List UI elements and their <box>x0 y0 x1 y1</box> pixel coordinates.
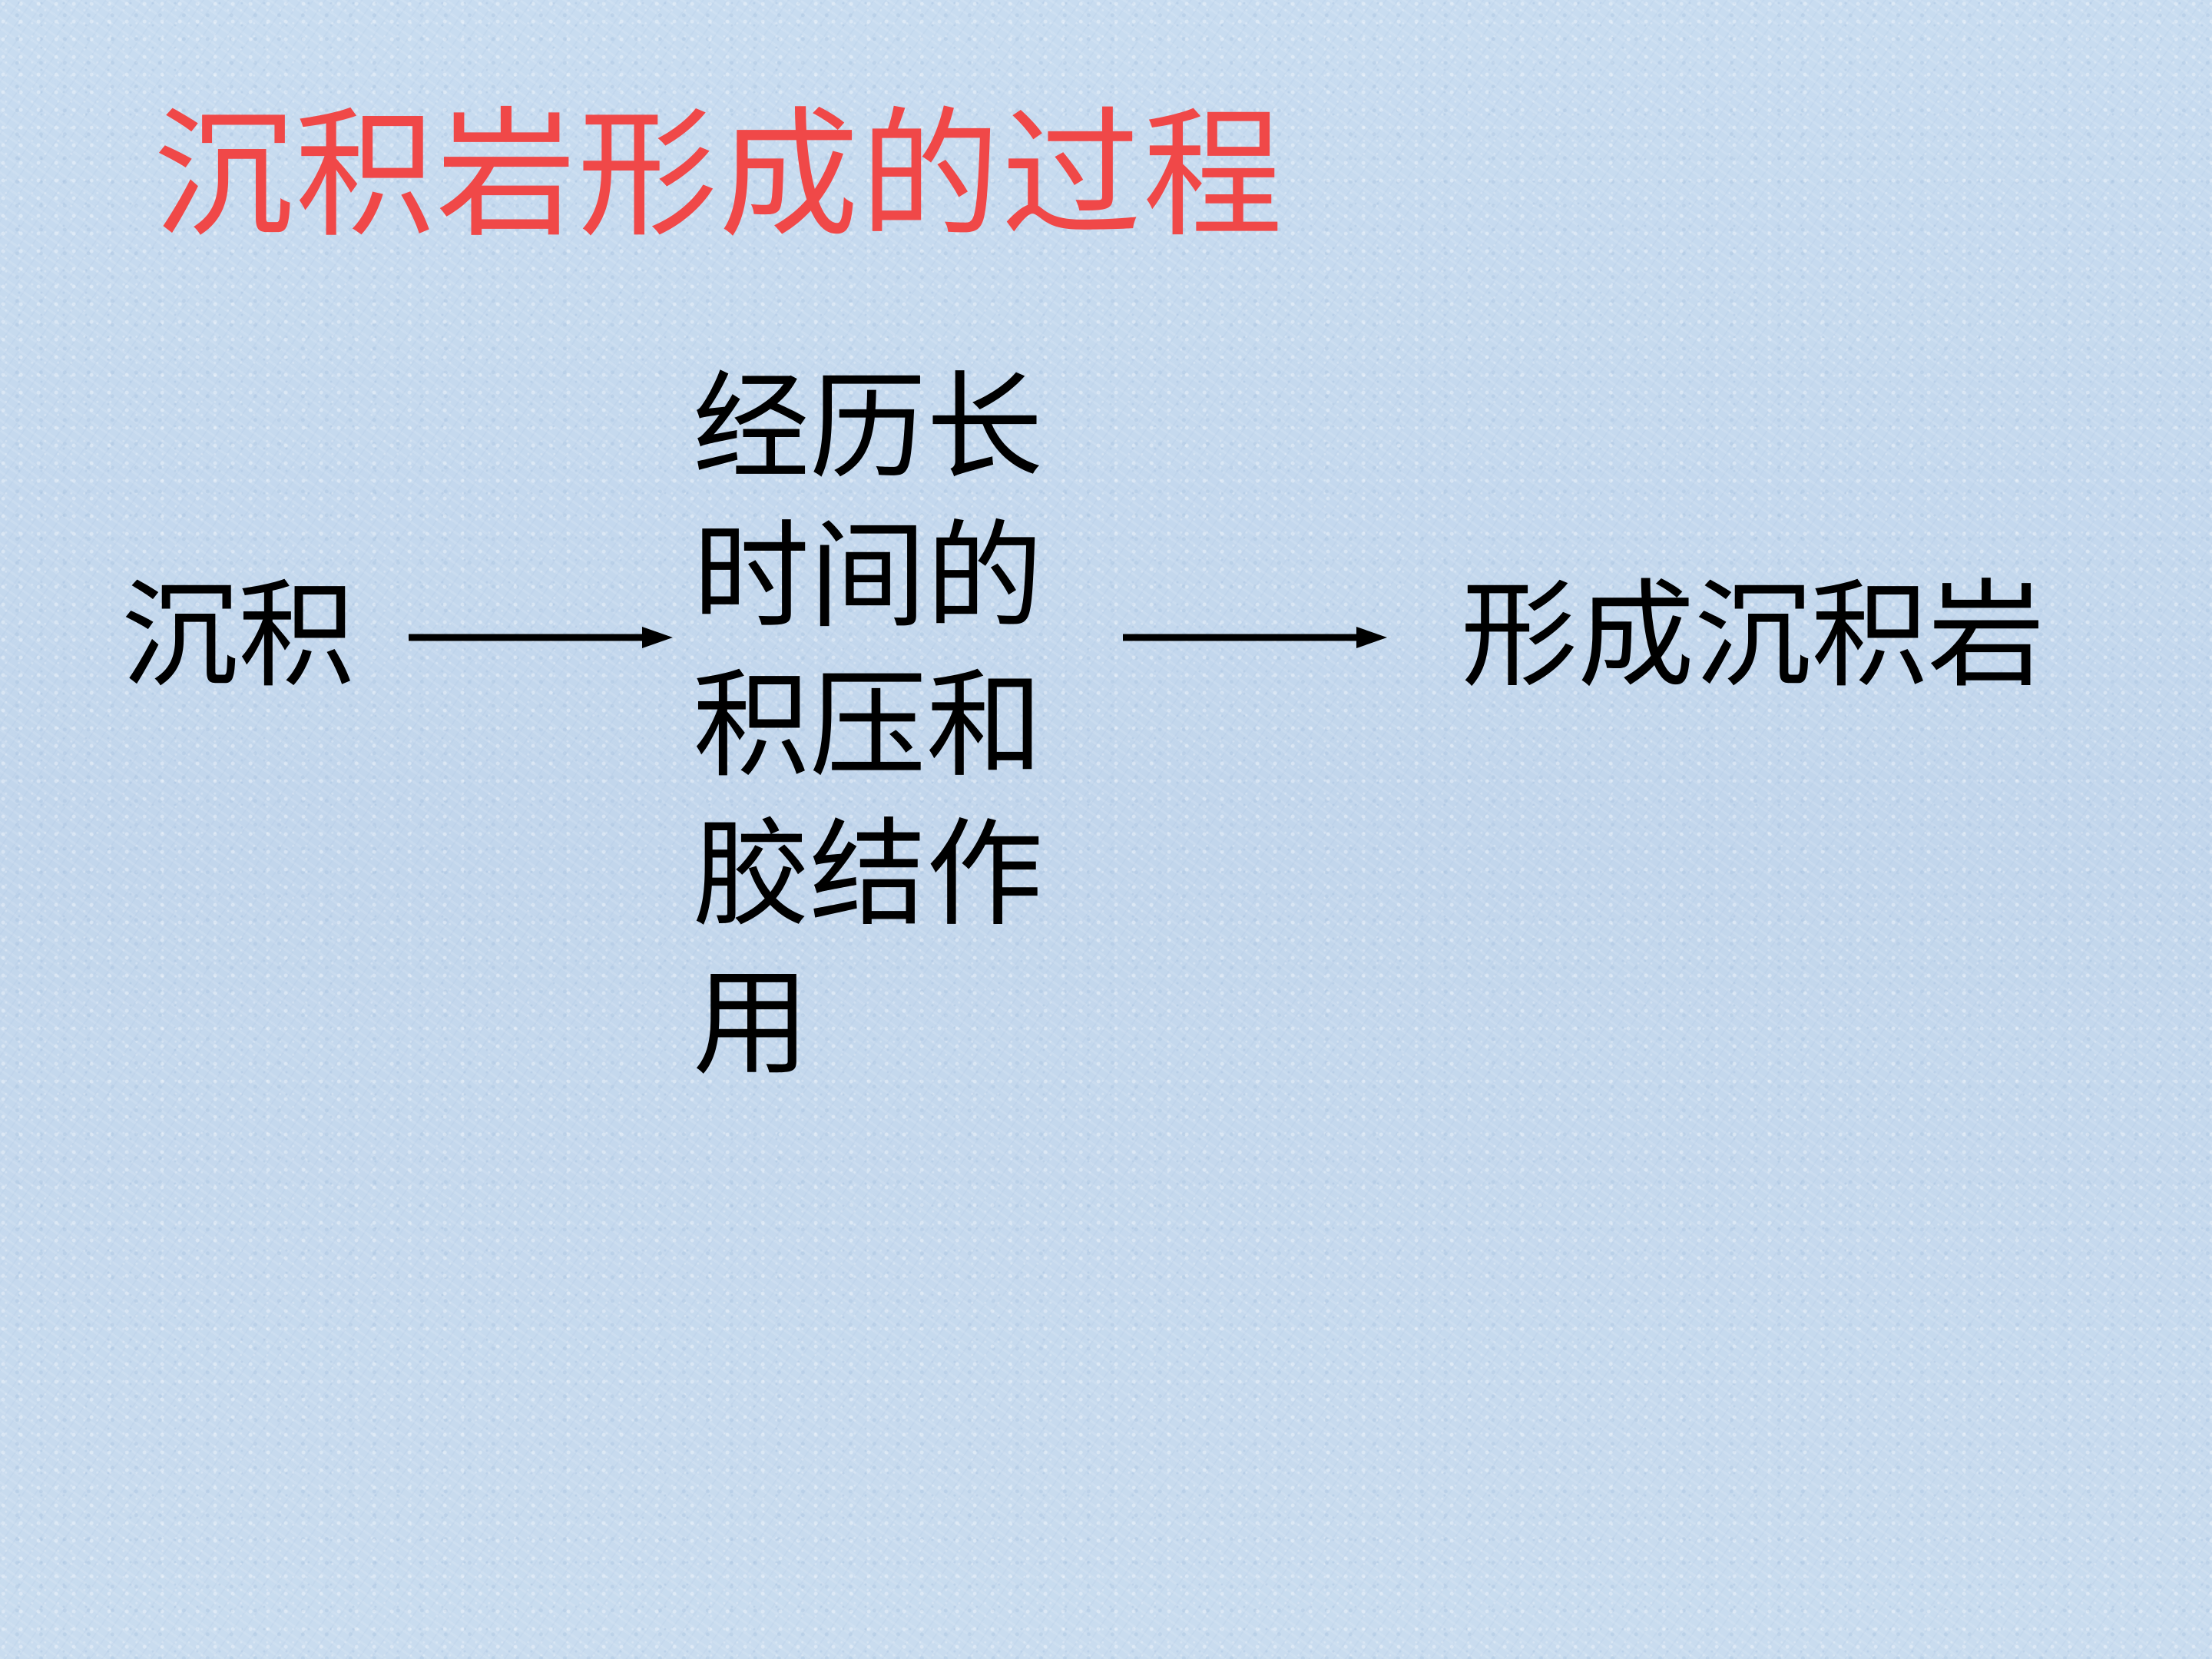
process-line: 经历长 <box>693 359 1043 495</box>
process-line: 时间的 <box>693 508 1043 644</box>
flow-arrow-2 <box>1123 627 1387 648</box>
process-line: 用 <box>693 955 810 1091</box>
flow-step-process: 经历长 时间的 积压和 胶结作 用 <box>693 353 1061 1098</box>
flow-arrow-1 <box>409 627 673 648</box>
process-line: 胶结作 <box>693 806 1043 942</box>
flow-step-result: 形成沉积岩 <box>1461 568 2045 704</box>
flow-step-start: 沉积 <box>121 568 355 704</box>
process-line: 积压和 <box>693 657 1043 793</box>
slide-title: 沉积岩形成的过程 <box>154 94 1284 257</box>
